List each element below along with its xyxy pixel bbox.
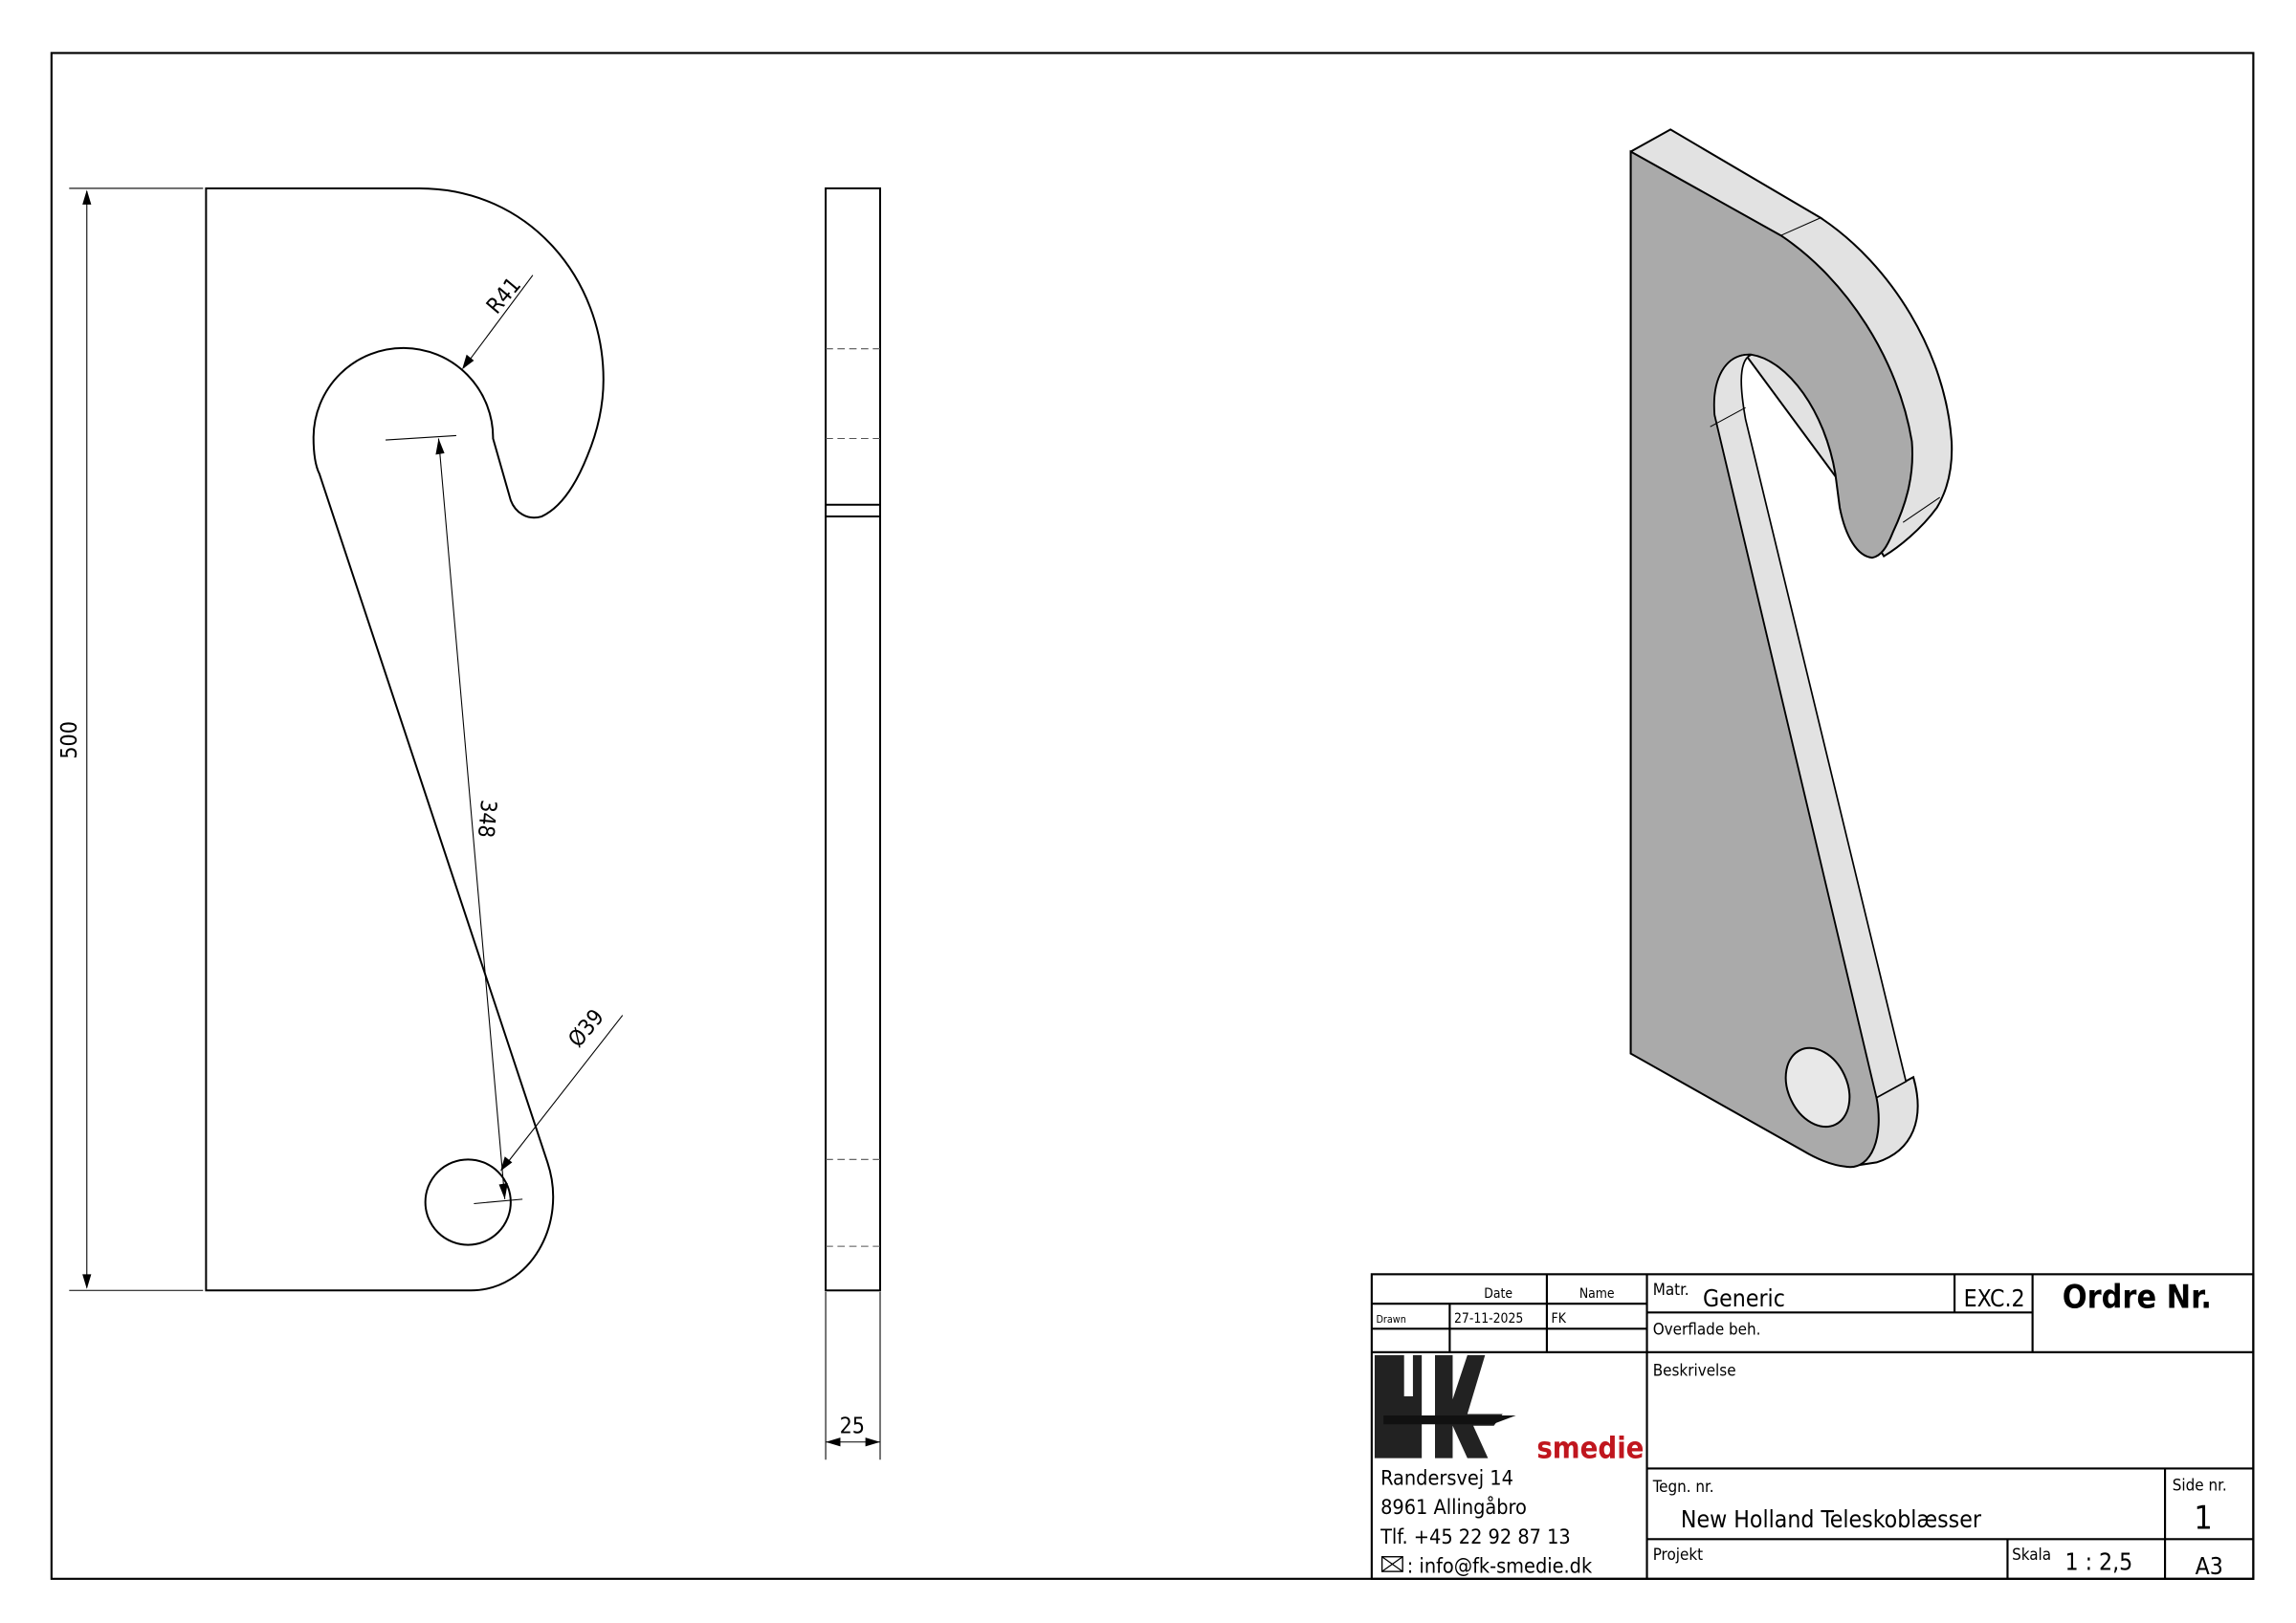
iso-front-face bbox=[1629, 149, 1913, 1169]
material-label: Matr. bbox=[1653, 1280, 1689, 1299]
company-logo: smedie bbox=[1374, 1354, 1644, 1466]
envelope-icon bbox=[1380, 1556, 1403, 1572]
drawing-number-label: Tegn. nr. bbox=[1652, 1477, 1714, 1496]
drawn-date: 27-11-2025 bbox=[1454, 1311, 1523, 1327]
height-dimension: 500 bbox=[57, 187, 204, 1291]
order-number-label: Ordre Nr. bbox=[2063, 1279, 2212, 1316]
drawing-frame bbox=[50, 52, 2255, 1580]
scale-value: 1 : 2,5 bbox=[2064, 1548, 2132, 1576]
material-value: Generic bbox=[1703, 1284, 1785, 1312]
description-label: Beskrivelse bbox=[1653, 1361, 1736, 1380]
title-block: Date Name Drawn 27-11-2025 FK Matr. Gene… bbox=[1370, 1273, 2255, 1580]
mounting-hole bbox=[424, 1158, 512, 1246]
thickness-dimension: 25 bbox=[825, 1291, 881, 1460]
side-view: 25 bbox=[825, 186, 881, 1460]
thickness-label: 25 bbox=[840, 1415, 865, 1439]
company-email: : info@fk-smedie.dk bbox=[1407, 1555, 1593, 1579]
page-number-label: Side nr. bbox=[2173, 1476, 2227, 1495]
radius-dimension: R41 bbox=[462, 273, 534, 370]
company-phone: Tlf. +45 22 92 87 13 bbox=[1380, 1525, 1571, 1549]
part-outline bbox=[205, 186, 605, 1292]
execution-class: EXC.2 bbox=[1964, 1284, 2025, 1312]
drawing-title: New Holland Teleskoblæsser bbox=[1681, 1505, 1982, 1533]
center-distance-dimension: 348 bbox=[386, 434, 523, 1205]
company-address-line1: Randersvej 14 bbox=[1380, 1466, 1513, 1490]
iso-mounting-hole bbox=[1784, 1046, 1851, 1129]
hole-diameter-label: Ø39 bbox=[563, 1005, 608, 1052]
page-number: 1 bbox=[2194, 1500, 2212, 1537]
radius-label: R41 bbox=[482, 273, 526, 318]
center-distance-label: 348 bbox=[473, 799, 500, 839]
company-address-line2: 8961 Allingåbro bbox=[1380, 1495, 1527, 1520]
drawn-label: Drawn bbox=[1376, 1313, 1405, 1326]
name-header: Name bbox=[1579, 1286, 1615, 1302]
date-header: Date bbox=[1484, 1286, 1512, 1302]
project-label: Projekt bbox=[1653, 1545, 1703, 1564]
isometric-view bbox=[1629, 128, 1954, 1169]
hole-diameter-dimension: Ø39 bbox=[500, 1005, 624, 1172]
height-dimension-label: 500 bbox=[57, 721, 82, 759]
logo-wordmark: smedie bbox=[1536, 1432, 1644, 1466]
paper-size: A3 bbox=[2196, 1552, 2223, 1580]
drawn-name: FK bbox=[1552, 1311, 1567, 1327]
scale-label: Skala bbox=[2012, 1545, 2051, 1564]
surface-treatment-label: Overflade beh. bbox=[1653, 1319, 1761, 1338]
front-view: 500 348 R41 Ø39 bbox=[57, 186, 624, 1292]
